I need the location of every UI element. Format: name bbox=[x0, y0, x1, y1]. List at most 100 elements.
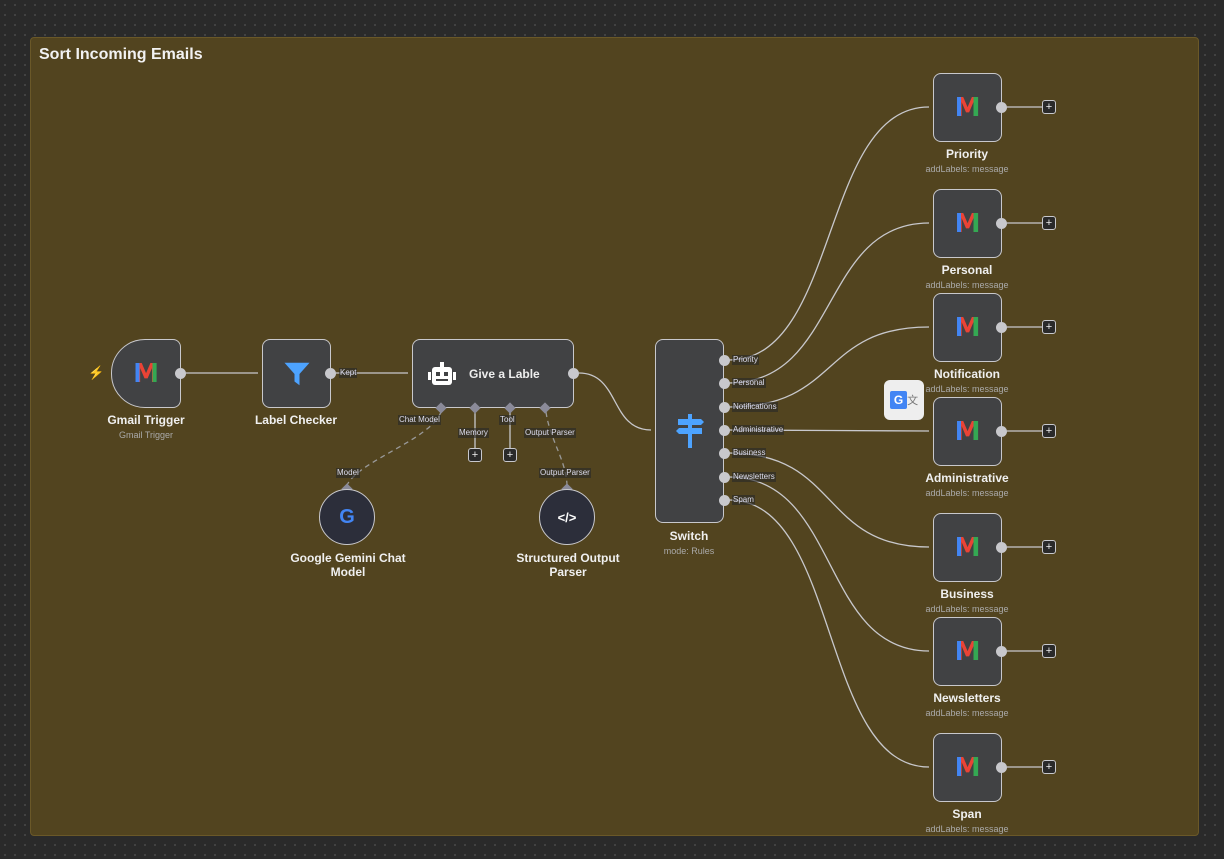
add-node-button[interactable]: + bbox=[1042, 424, 1056, 438]
gmail-icon: M bbox=[954, 532, 981, 563]
add-node-button[interactable]: + bbox=[1042, 216, 1056, 230]
gmail-node-subtitle: addLabels: message bbox=[925, 488, 1009, 498]
connection bbox=[578, 372, 652, 431]
code-icon: </> bbox=[557, 509, 577, 525]
gmail-node-title: Personal bbox=[941, 263, 993, 277]
switch-node[interactable] bbox=[655, 339, 724, 523]
add-node-button[interactable]: + bbox=[1042, 320, 1056, 334]
add-node-button[interactable]: + bbox=[1042, 100, 1056, 114]
switch-output-label: Administrative bbox=[732, 425, 785, 435]
robot-icon bbox=[428, 361, 456, 385]
gemini-chat-model-node[interactable]: G bbox=[319, 489, 375, 545]
connection bbox=[728, 499, 930, 768]
switch-output-label: Notifications bbox=[732, 402, 778, 412]
tool-port-label: Tool bbox=[499, 415, 516, 425]
gmail-icon: M bbox=[954, 92, 981, 123]
add-node-button[interactable]: + bbox=[1042, 540, 1056, 554]
label-checker-node[interactable] bbox=[262, 339, 331, 408]
output-handle[interactable] bbox=[996, 646, 1007, 657]
gmail-icon: M bbox=[954, 416, 981, 447]
connection bbox=[728, 452, 930, 548]
switch-output-handle[interactable] bbox=[719, 448, 730, 459]
gmail-node-subtitle: addLabels: message bbox=[925, 280, 1009, 290]
gmail-label-node[interactable]: M bbox=[933, 733, 1002, 802]
gmail-icon: M bbox=[954, 636, 981, 667]
switch-output-handle[interactable] bbox=[719, 495, 730, 506]
add-tool-button[interactable]: + bbox=[503, 448, 517, 462]
gmail-node-subtitle: addLabels: message bbox=[925, 164, 1009, 174]
add-node-button[interactable]: + bbox=[1042, 760, 1056, 774]
label-checker-title: Label Checker bbox=[254, 413, 338, 427]
switch-output-handle[interactable] bbox=[719, 472, 730, 483]
parser-title: Structured Output Parser bbox=[516, 551, 620, 579]
connection bbox=[728, 222, 930, 384]
chat-model-port-label: Chat Model bbox=[398, 415, 441, 425]
filter-icon bbox=[284, 362, 309, 385]
add-memory-button[interactable]: + bbox=[468, 448, 482, 462]
switch-subtitle: mode: Rules bbox=[663, 546, 715, 556]
gmail-trigger-title: Gmail Trigger bbox=[107, 413, 185, 427]
switch-output-label: Spam bbox=[732, 495, 755, 505]
signpost-icon bbox=[675, 414, 704, 448]
connection bbox=[728, 106, 930, 361]
gmail-node-subtitle: addLabels: message bbox=[925, 384, 1009, 394]
switch-output-handle[interactable] bbox=[719, 402, 730, 413]
gmail-node-title: Priority bbox=[945, 147, 988, 161]
switch-output-label: Priority bbox=[732, 355, 759, 365]
gmail-label-node[interactable]: M bbox=[933, 73, 1002, 142]
switch-output-handle[interactable] bbox=[719, 378, 730, 389]
gmail-icon: M bbox=[954, 312, 981, 343]
output-handle[interactable] bbox=[175, 368, 186, 379]
gmail-label-node[interactable]: M bbox=[933, 513, 1002, 582]
output-handle[interactable] bbox=[325, 368, 336, 379]
gmail-label-node[interactable]: M bbox=[933, 397, 1002, 466]
kept-output-label: Kept bbox=[339, 368, 358, 378]
gmail-label-node[interactable]: M bbox=[933, 293, 1002, 362]
switch-output-label: Personal bbox=[732, 378, 766, 388]
gmail-label-node[interactable]: M bbox=[933, 189, 1002, 258]
give-a-lable-node[interactable]: Give a Lable bbox=[412, 339, 574, 408]
parser-port-label: Output Parser bbox=[539, 468, 591, 478]
output-handle[interactable] bbox=[996, 762, 1007, 773]
switch-output-label: Business bbox=[732, 448, 767, 458]
gmail-icon: M bbox=[954, 752, 981, 783]
output-handle[interactable] bbox=[996, 218, 1007, 229]
give-a-lable-title: Give a Lable bbox=[469, 366, 540, 381]
memory-port-label: Memory bbox=[458, 428, 489, 438]
output-handle[interactable] bbox=[996, 542, 1007, 553]
model-port-label: Model bbox=[336, 468, 360, 478]
gmail-icon: M bbox=[954, 208, 981, 239]
gmail-node-title: Business bbox=[940, 587, 994, 601]
google-icon: G bbox=[339, 505, 355, 528]
sticky-title: Sort Incoming Emails bbox=[39, 46, 203, 63]
switch-title: Switch bbox=[669, 529, 709, 543]
gmail-node-subtitle: addLabels: message bbox=[925, 604, 1009, 614]
output-handle[interactable] bbox=[568, 368, 579, 379]
gmail-icon: M bbox=[133, 358, 159, 389]
gmail-node-subtitle: addLabels: message bbox=[925, 824, 1009, 834]
output-handle[interactable] bbox=[996, 322, 1007, 333]
sticky-note[interactable] bbox=[30, 37, 1199, 836]
structured-output-parser-node[interactable]: </> bbox=[539, 489, 595, 545]
gmail-trigger-node[interactable]: M bbox=[111, 339, 181, 408]
gemini-title: Google Gemini Chat Model bbox=[290, 551, 406, 579]
gmail-label-node[interactable]: M bbox=[933, 617, 1002, 686]
gmail-trigger-subtitle: Gmail Trigger bbox=[118, 430, 173, 440]
output-parser-port-label: Output Parser bbox=[524, 428, 576, 438]
switch-output-handle[interactable] bbox=[719, 355, 730, 366]
trigger-bolt-icon: ⚡ bbox=[88, 365, 105, 380]
connection bbox=[728, 476, 930, 652]
gmail-node-subtitle: addLabels: message bbox=[925, 708, 1009, 718]
add-node-button[interactable]: + bbox=[1042, 644, 1056, 658]
gmail-node-title: Span bbox=[952, 807, 982, 821]
gmail-node-title: Notification bbox=[934, 367, 1000, 381]
output-handle[interactable] bbox=[996, 426, 1007, 437]
gmail-node-title: Administrative bbox=[925, 471, 1009, 485]
gmail-node-title: Newsletters bbox=[933, 691, 1001, 705]
connection bbox=[545, 411, 568, 486]
output-handle[interactable] bbox=[996, 102, 1007, 113]
switch-output-handle[interactable] bbox=[719, 425, 730, 436]
switch-output-label: Newsletters bbox=[732, 472, 776, 482]
